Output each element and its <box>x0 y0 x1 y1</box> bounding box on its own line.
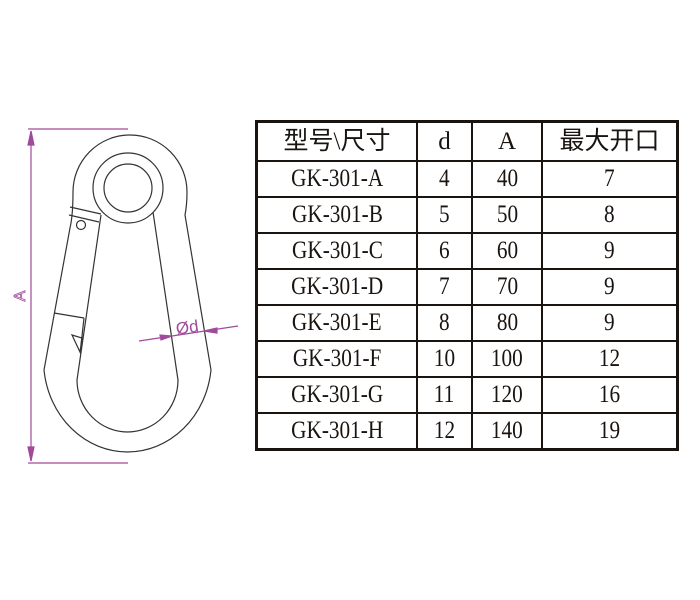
header-max-opening: 最大开口 <box>541 120 679 162</box>
cell-a: 40 <box>471 160 543 198</box>
table-row: GK-301-G 11 120 16 <box>255 376 679 414</box>
dimension-a <box>27 128 128 464</box>
cell-a: 50 <box>471 196 543 234</box>
cell-model-text: GK-301-D <box>290 273 384 300</box>
cell-model-text: GK-301-G <box>290 381 384 408</box>
cell-d: 5 <box>416 196 473 234</box>
cell-model-text: GK-301-E <box>292 309 382 336</box>
cell-model: GK-301-B <box>255 196 418 234</box>
cell-d-text: 12 <box>433 417 456 444</box>
cell-max-opening: 9 <box>541 268 679 306</box>
cell-max-opening: 7 <box>541 160 679 198</box>
table-row: GK-301-D 7 70 9 <box>255 268 679 306</box>
cell-d: 7 <box>416 268 473 306</box>
table-header-row: 型号\尺寸 d A 最大开口 <box>255 120 679 162</box>
cell-model: GK-301-D <box>255 268 418 306</box>
cell-model-text: GK-301-H <box>290 417 384 444</box>
gate-pin <box>75 219 87 231</box>
gate-latch <box>70 334 83 355</box>
cell-model: GK-301-F <box>255 340 418 378</box>
cell-max-opening: 9 <box>541 304 679 342</box>
header-a: A <box>471 120 543 162</box>
table-row: GK-301-B 5 50 8 <box>255 196 679 234</box>
cell-max-opening: 19 <box>541 412 679 451</box>
cell-d-text: 7 <box>439 273 450 300</box>
cell-a-text: 40 <box>496 165 518 192</box>
cell-a: 60 <box>471 232 543 270</box>
table-row: GK-301-A 4 40 7 <box>255 160 679 198</box>
cell-max-opening: 16 <box>541 376 679 414</box>
cell-max-opening-text: 16 <box>598 381 621 408</box>
cell-d-text: 5 <box>439 201 450 228</box>
cell-d-text: 10 <box>433 345 456 372</box>
cell-model: GK-301-G <box>255 376 418 414</box>
header-model: 型号\尺寸 <box>255 120 418 162</box>
cell-d-text: 11 <box>434 381 455 408</box>
cell-a: 80 <box>471 304 543 342</box>
table-row: GK-301-C 6 60 9 <box>255 232 679 270</box>
cell-d: 8 <box>416 304 473 342</box>
cell-a-text: 60 <box>496 237 518 264</box>
cell-d-text: 8 <box>439 309 450 336</box>
cell-max-opening-text: 8 <box>604 201 615 228</box>
cell-max-opening-text: 7 <box>604 165 615 192</box>
cell-a-text: 80 <box>496 309 518 336</box>
cell-max-opening-text: 12 <box>598 345 621 372</box>
cell-model-text: GK-301-F <box>292 345 382 372</box>
cell-a: 100 <box>471 340 543 378</box>
eye-outer-ring <box>92 152 164 224</box>
cell-d: 10 <box>416 340 473 378</box>
cell-a: 120 <box>471 376 543 414</box>
table-row: GK-301-H 12 140 19 <box>255 412 679 451</box>
snap-hook-outline <box>43 134 212 453</box>
header-d: d <box>416 120 473 162</box>
cell-a: 140 <box>471 412 543 451</box>
cell-max-opening-text: 19 <box>598 417 621 444</box>
dimension-d <box>138 325 239 342</box>
cell-model-text: GK-301-B <box>291 201 383 228</box>
cell-model-text: GK-301-A <box>290 165 384 192</box>
cell-d-text: 6 <box>439 237 450 264</box>
cell-d: 6 <box>416 232 473 270</box>
cell-a-text: 100 <box>491 345 523 372</box>
cell-max-opening-text: 9 <box>604 237 615 264</box>
cell-max-opening: 8 <box>541 196 679 234</box>
cell-d: 4 <box>416 160 473 198</box>
cell-model: GK-301-A <box>255 160 418 198</box>
table-row: GK-301-F 10 100 12 <box>255 340 679 378</box>
dimension-a-label: A <box>12 290 29 301</box>
cell-a: 70 <box>471 268 543 306</box>
cell-model-text: GK-301-C <box>291 237 383 264</box>
gate-bottom <box>53 312 85 346</box>
carabiner-drawing: A Ød <box>12 128 239 464</box>
cell-model: GK-301-H <box>255 412 418 451</box>
cell-max-opening-text: 9 <box>604 309 615 336</box>
table-row: GK-301-E 8 80 9 <box>255 304 679 342</box>
cell-max-opening: 9 <box>541 232 679 270</box>
cell-model: GK-301-C <box>255 232 418 270</box>
cell-model: GK-301-E <box>255 304 418 342</box>
dimension-d-label: Ød <box>175 317 200 339</box>
cell-d: 12 <box>416 412 473 451</box>
cell-a-text: 140 <box>491 417 523 444</box>
eye-inner-ring <box>103 163 153 213</box>
cell-d: 11 <box>416 376 473 414</box>
cell-a-text: 120 <box>491 381 523 408</box>
cell-a-text: 50 <box>496 201 518 228</box>
cell-max-opening-text: 9 <box>604 273 615 300</box>
gate-top <box>68 206 102 223</box>
cell-a-text: 70 <box>496 273 518 300</box>
cell-d-text: 4 <box>439 165 450 192</box>
cell-max-opening: 12 <box>541 340 679 378</box>
